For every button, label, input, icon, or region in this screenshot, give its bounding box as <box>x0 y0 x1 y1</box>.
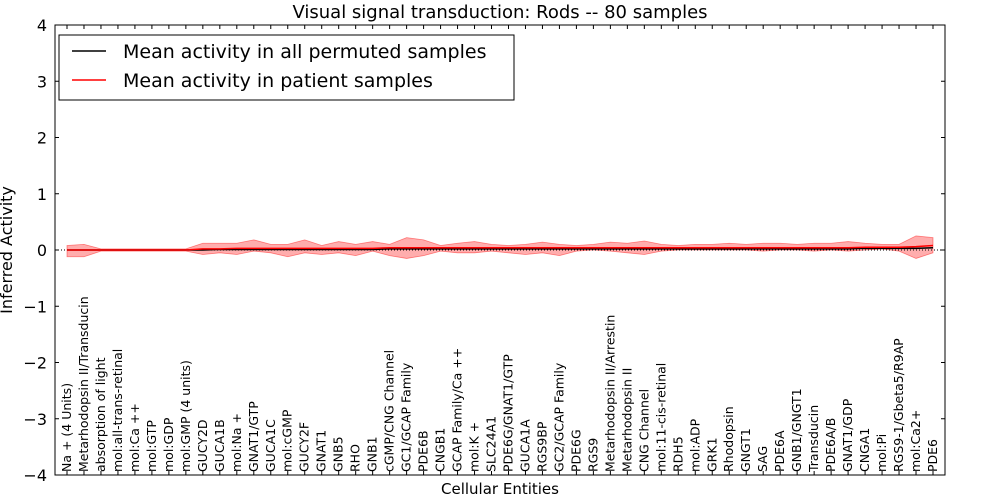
x-tick-label: mol:Ca ++ <box>127 403 142 472</box>
x-tick-label: PDE6A <box>772 430 787 472</box>
x-tick-label: Metarhodopsin II/Arrestin <box>602 315 617 472</box>
y-tick-label: −4 <box>23 466 47 485</box>
x-tick-label: GRK1 <box>704 437 719 472</box>
series-line-1 <box>67 244 934 251</box>
x-tick-label: GC2/GCAP Family <box>551 362 566 472</box>
x-tick-label: mol:cGMP <box>280 409 295 472</box>
x-tick-label: mol:K + <box>467 422 482 472</box>
x-tick-label: Rhodopsin <box>721 406 736 472</box>
x-tick-label: RHO <box>348 444 363 472</box>
x-tick-label: mol:Ca2+ <box>908 410 923 472</box>
x-tick-label: mol:ADP <box>687 418 702 472</box>
x-tick-label: SAG <box>755 446 770 472</box>
x-tick-label: GNAT1/GDP <box>840 398 855 472</box>
x-tick-label: mol:GTP <box>144 420 159 472</box>
x-tick-label: RDH5 <box>670 436 685 472</box>
x-tick-label: mol:11-cis-retinal <box>653 363 668 472</box>
x-axis-label: Cellular Entities <box>441 480 559 498</box>
x-tick-label: GNB1/GNGT1 <box>789 388 804 472</box>
x-tick-label: Na + (4 Units) <box>59 383 74 472</box>
series-layer <box>67 244 934 251</box>
x-tick-label: Metarhodopsin II <box>619 368 634 472</box>
x-tick-label: GCAP Family/Ca ++ <box>450 348 465 472</box>
x-tick-label: mol:all-trans-retinal <box>110 349 125 472</box>
x-tick-label: RGS9-1/Gbeta5/R9AP <box>891 338 906 472</box>
legend-box <box>58 34 515 101</box>
x-tick-label: GUCA1B <box>212 419 227 472</box>
x-tick-label: RGS9BP <box>534 421 549 472</box>
y-axis-ticks: −4 −3 −2 −1 0 1 2 3 4 <box>23 16 945 485</box>
x-tick-label: CNGA1 <box>857 428 872 472</box>
x-tick-label: mol:Na + <box>229 413 244 472</box>
y-axis-label: Inferred Activity <box>0 186 16 314</box>
y-tick-label: −1 <box>23 297 47 316</box>
y-tick-label: −3 <box>23 410 47 429</box>
legend: Mean activity in all permuted samples Me… <box>58 34 515 101</box>
x-tick-label: GNGT1 <box>738 428 753 472</box>
x-tick-label: PDE6 <box>925 439 940 472</box>
x-tick-label: Metarhodopsin II/Transducin <box>76 296 91 472</box>
x-tick-label: Transducin <box>806 405 821 473</box>
x-tick-label: GC1/GCAP Family <box>399 362 414 472</box>
x-tick-label: mol:Pi <box>874 434 889 472</box>
x-tick-label: GNAT1 <box>314 430 329 472</box>
y-tick-label: 1 <box>37 185 47 204</box>
x-tick-label: CNGB1 <box>433 428 448 472</box>
x-axis-ticks: Na + (4 Units)Metarhodopsin II/Transduci… <box>59 25 940 475</box>
chart-title: Visual signal transduction: Rods -- 80 s… <box>292 2 707 23</box>
x-tick-label: PDE6B <box>416 430 431 472</box>
y-tick-label: 3 <box>37 72 47 91</box>
x-tick-label: GNB1 <box>365 436 380 472</box>
x-tick-label: absorption of light <box>93 357 108 472</box>
x-tick-label: CNG Channel <box>636 389 651 472</box>
series-line-0 <box>67 247 934 251</box>
x-tick-label: GUCA1C <box>263 419 278 472</box>
x-tick-label: cGMP/CNG Channel <box>382 350 397 472</box>
y-tick-label: 0 <box>37 241 47 260</box>
legend-label-permuted: Mean activity in all permuted samples <box>123 41 486 63</box>
x-tick-label: GNAT1/GTP <box>246 401 261 472</box>
x-tick-label: GNB5 <box>331 436 346 472</box>
y-tick-label: 4 <box>37 16 47 35</box>
legend-label-patient: Mean activity in patient samples <box>123 70 433 92</box>
x-tick-label: PDE6A/B <box>823 418 838 472</box>
x-tick-label: PDE6G <box>568 429 583 472</box>
x-tick-label: mol:GDP <box>161 417 176 472</box>
x-tick-label: SLC24A1 <box>484 416 499 472</box>
x-tick-label: GUCY2F <box>297 422 312 472</box>
y-tick-label: −2 <box>23 354 47 373</box>
y-tick-label: 2 <box>37 129 47 148</box>
x-tick-label: GUCA1A <box>517 419 532 472</box>
x-tick-label: PDE6G/GNAT1/GTP <box>500 354 515 472</box>
x-tick-label: GUCY2D <box>195 419 210 472</box>
x-tick-label: RGS9 <box>585 438 600 472</box>
x-tick-label: mol:GMP (4 units) <box>178 360 193 472</box>
